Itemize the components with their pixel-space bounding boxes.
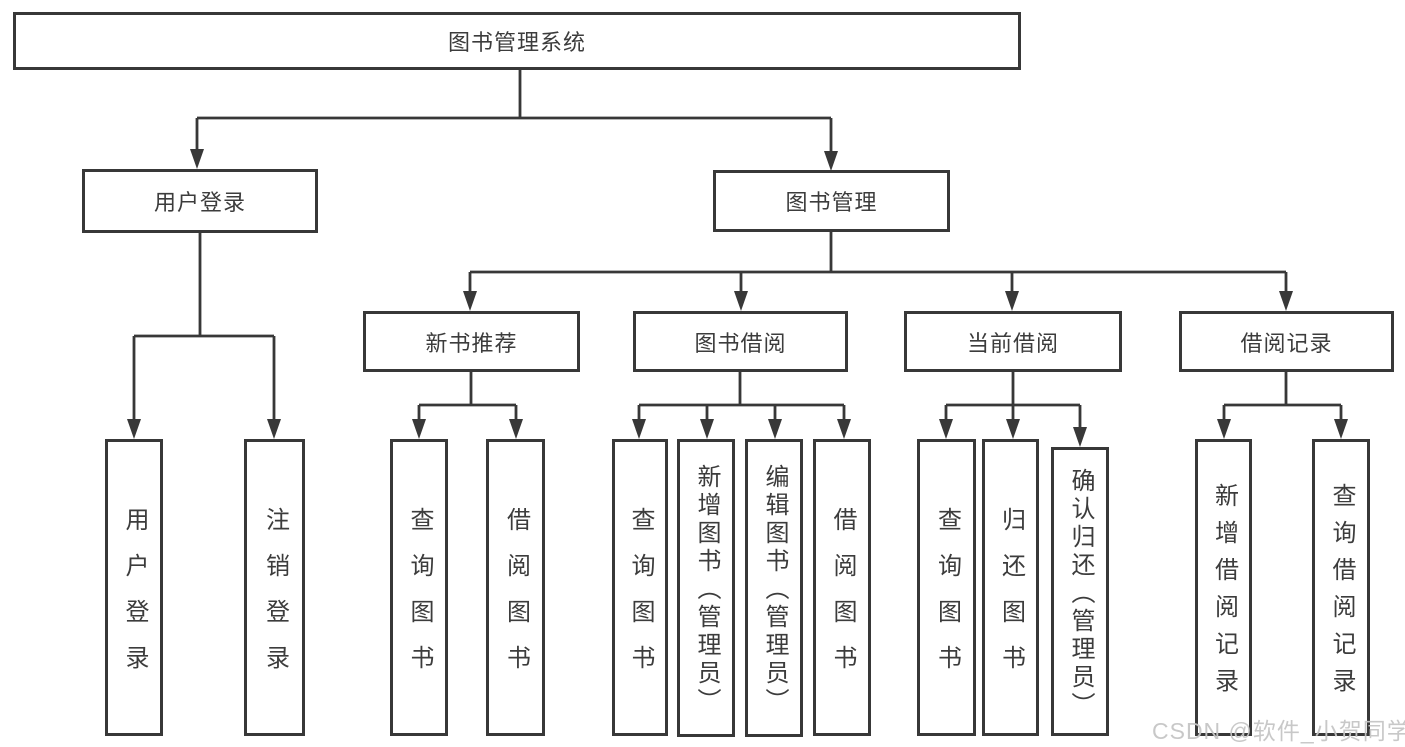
node-current-borrow: 当前借阅 bbox=[904, 311, 1122, 372]
node-root: 图书管理系统 bbox=[13, 12, 1021, 70]
node-new-book-recommend: 新书推荐 bbox=[363, 311, 580, 372]
node-leaf-recommend-borrow-books: 借阅图书 bbox=[486, 439, 545, 736]
node-borrow-record: 借阅记录 bbox=[1179, 311, 1394, 372]
node-leaf-user-login: 用户登录 bbox=[105, 439, 163, 736]
node-leaf-edit-books-admin: 编辑图书（管理员） bbox=[745, 439, 803, 737]
node-leaf-confirm-return-admin: 确认归还（管理员） bbox=[1051, 447, 1109, 736]
node-leaf-recommend-query-books: 查询图书 bbox=[390, 439, 448, 736]
node-leaf-return-books: 归还图书 bbox=[982, 439, 1039, 736]
node-leaf-current-query-books: 查询图书 bbox=[917, 439, 976, 736]
node-leaf-borrow-books: 借阅图书 bbox=[813, 439, 871, 736]
csdn-watermark: CSDN @软件_小贺同学 bbox=[1152, 718, 1405, 744]
node-user-login: 用户登录 bbox=[82, 169, 318, 233]
node-leaf-borrow-query-books: 查询图书 bbox=[612, 439, 668, 736]
node-book-borrow: 图书借阅 bbox=[633, 311, 848, 372]
node-leaf-query-borrow-record: 查询借阅记录 bbox=[1312, 439, 1370, 736]
node-leaf-logout: 注销登录 bbox=[244, 439, 305, 736]
node-leaf-add-borrow-record: 新增借阅记录 bbox=[1195, 439, 1252, 736]
node-leaf-add-books-admin: 新增图书（管理员） bbox=[677, 439, 735, 737]
node-book-management: 图书管理 bbox=[713, 170, 950, 232]
